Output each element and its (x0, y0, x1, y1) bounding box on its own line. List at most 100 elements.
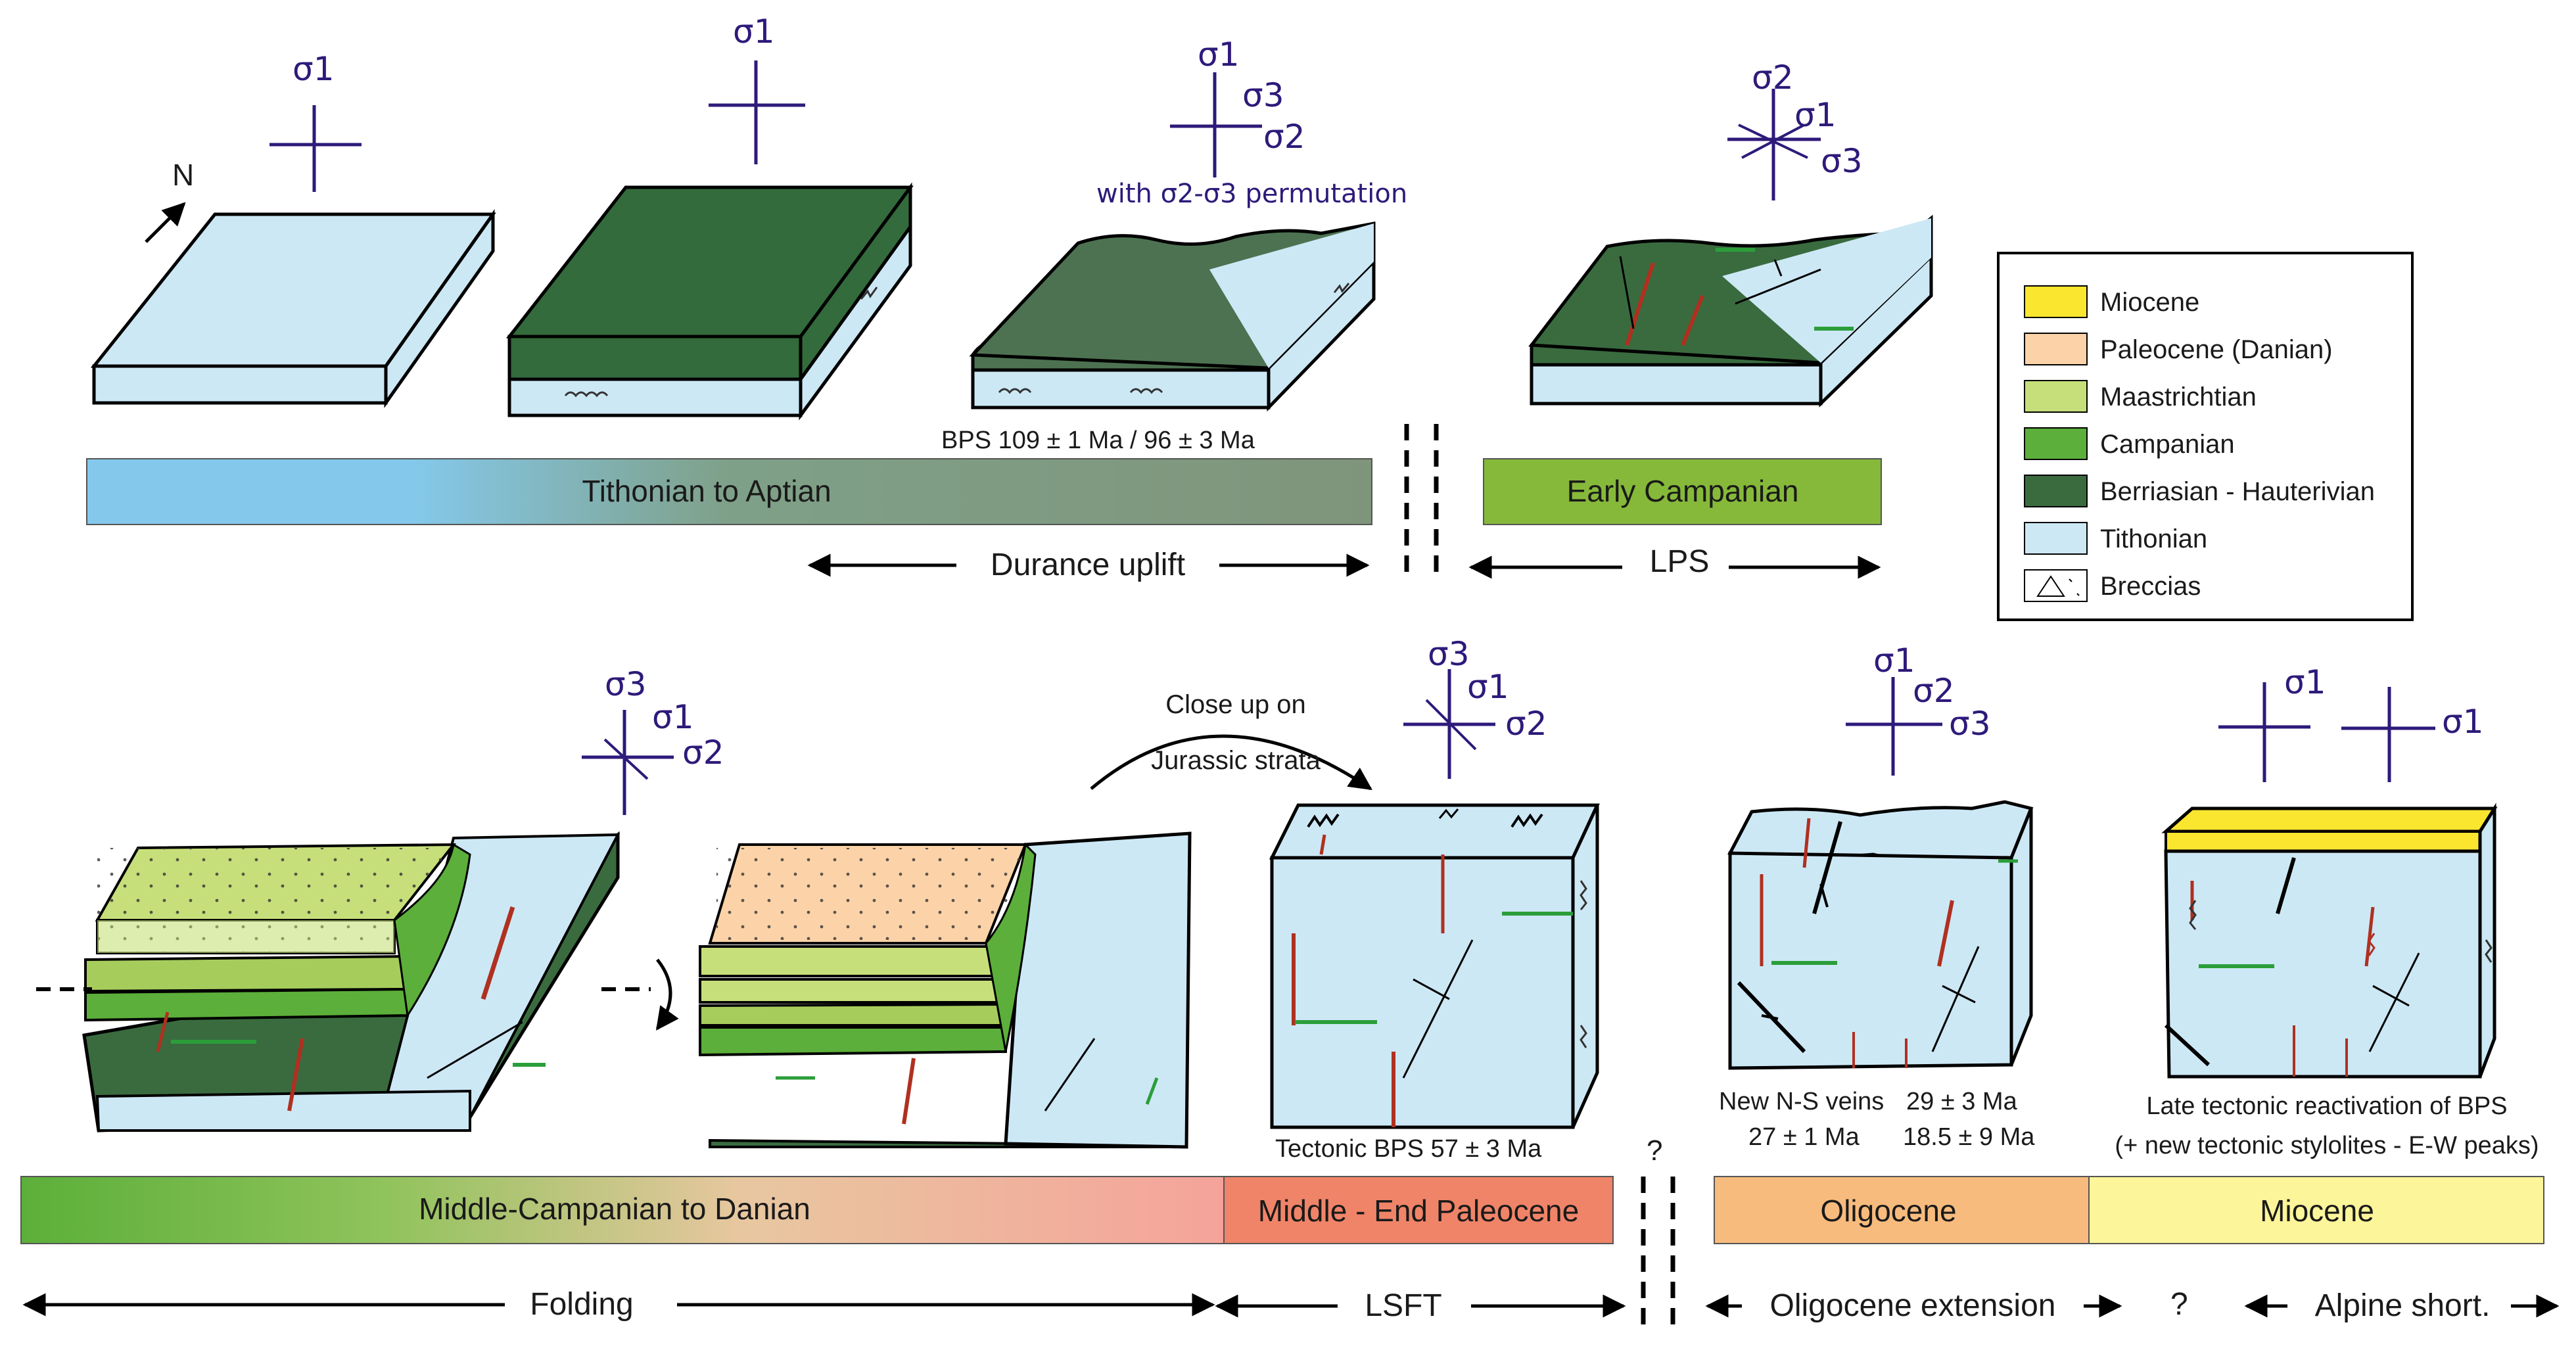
legend-label: Campanian (2100, 430, 2235, 459)
sigma3-label: σ3 (1821, 142, 1863, 180)
late-reactivation-label-1: Late tectonic reactivation of BPS (2146, 1092, 2507, 1120)
permutation-note: with σ2-σ3 permutation (1096, 179, 1407, 209)
phase-oligocene-extension: Oligocene extension (1705, 1288, 2122, 1323)
block-oligocene (1727, 800, 2034, 1070)
block-tithonian (90, 209, 496, 408)
block-lps (1528, 214, 1933, 408)
legend-item: Paleocene (Danian) (2024, 333, 2333, 365)
timeline-bar-miocene: Miocene (2088, 1176, 2544, 1244)
breccia-icon (2036, 575, 2080, 597)
stress-symbol-1: σ1 (269, 50, 362, 192)
phase-folding: Folding (22, 1287, 1215, 1322)
question-mark: ? (1647, 1134, 1662, 1167)
timeline-label: Oligocene (1820, 1194, 1956, 1228)
legend-swatch (2024, 427, 2088, 460)
block-fold-1 (36, 831, 651, 1132)
stress-symbol-2: σ1 (709, 12, 805, 164)
block-miocene (2161, 803, 2498, 1079)
timeline-bar-oligocene: Oligocene (1714, 1176, 2090, 1244)
timeline-bar-tithonian-aptian: Tithonian to Aptian (86, 458, 1372, 525)
sigma3-label: σ3 (1949, 705, 1991, 743)
legend-label: Maastrichtian (2100, 383, 2257, 411)
legend-label: Miocene (2100, 288, 2199, 317)
stress-symbol-7: σ1 σ2 σ3 (1846, 642, 1991, 776)
legend-item: Tithonian (2024, 522, 2207, 555)
phase-lps: LPS (1468, 544, 1881, 579)
legend-swatch (2024, 380, 2088, 413)
timeline-label: Middle - End Paleocene (1258, 1194, 1579, 1228)
timeline-label: Early Campanian (1567, 474, 1799, 508)
stress-symbol-4: σ2 σ1 σ3 (1727, 58, 1863, 200)
sigma3-label: σ3 (605, 665, 647, 703)
question-mark: ? (2170, 1287, 2188, 1322)
timeline-bar-middle-campanian-danian: Middle-Campanian to Danian (20, 1176, 1225, 1244)
legend-item: Berriasian - Hauterivian (2024, 475, 2375, 507)
phase-label: Durance uplift (991, 548, 1185, 582)
veins-label-4: 18.5 ± 9 Ma (1903, 1123, 2035, 1151)
phase-lsft: LSFT (1215, 1288, 1626, 1323)
legend-swatch (2024, 475, 2088, 507)
sigma2-label: σ2 (682, 734, 724, 772)
legend-item: Campanian (2024, 427, 2235, 460)
tectonic-bps-label: Tectonic BPS 57 ± 3 Ma (1275, 1135, 1542, 1163)
stress-symbol-9: σ1 (2341, 687, 2484, 782)
legend-swatch (2024, 285, 2088, 318)
block-fold-2 (699, 831, 1192, 1149)
close-up-label-1: Close up on (1165, 690, 1305, 719)
timeline-bar-early-campanian: Early Campanian (1483, 458, 1882, 525)
late-reactivation-label-2: (+ new tectonic stylolites - E-W peaks) (2115, 1132, 2539, 1159)
legend-label: Tithonian (2100, 525, 2207, 553)
close-up-arrow-icon (1090, 734, 1372, 791)
block-close-up-lsft (1269, 803, 1600, 1129)
phase-label: Folding (530, 1287, 633, 1322)
phase-alpine-shortening: Alpine short. (2244, 1288, 2560, 1323)
phase-durance-uplift: Durance uplift (807, 548, 1370, 582)
veins-label-1: New N-S veins (1719, 1088, 1884, 1115)
legend-label: Breccias (2100, 572, 2201, 601)
timeline-label: Middle-Campanian to Danian (419, 1192, 810, 1226)
sigma1-label: σ1 (1873, 642, 1915, 680)
close-up-label-2: Jurassic strata (1151, 746, 1321, 775)
sigma2-label: σ2 (1505, 705, 1547, 743)
sigma2-label: σ2 (1263, 118, 1305, 156)
sigma1-label: σ1 (293, 50, 335, 88)
timeline-bar-middle-end-paleocene: Middle - End Paleocene (1223, 1176, 1614, 1244)
timeline-label: Miocene (2260, 1194, 2374, 1228)
north-arrow: N (145, 158, 194, 243)
phase-label: LSFT (1365, 1288, 1441, 1323)
legend-label: Berriasian - Hauterivian (2100, 477, 2375, 506)
legend-item: Breccias (2024, 569, 2201, 602)
stress-symbol-8: σ1 (2218, 663, 2326, 782)
stress-symbol-3: σ1 σ3 σ2 with σ2-σ3 permutation (1096, 35, 1407, 209)
sigma1-label: σ1 (2442, 703, 2484, 741)
sigma1-label: σ1 (1794, 96, 1837, 134)
stress-symbol-6: σ3 σ1 σ2 (1403, 635, 1547, 779)
legend-item: Miocene (2024, 285, 2199, 318)
sigma1-label: σ1 (652, 698, 694, 736)
sigma1-label: σ1 (1467, 668, 1509, 706)
sigma1-label: σ1 (733, 12, 775, 51)
sigma2-label: σ2 (1913, 672, 1955, 710)
legend-label: Paleocene (Danian) (2100, 335, 2333, 364)
sigma3-label: σ3 (1242, 76, 1284, 114)
legend-swatch (2024, 333, 2088, 365)
phase-label: Alpine short. (2315, 1288, 2491, 1323)
sigma1-label: σ1 (1198, 35, 1240, 74)
phase-label: Oligocene extension (1770, 1288, 2056, 1323)
timeline-label: Tithonian to Aptian (582, 474, 831, 508)
legend-swatch (2024, 522, 2088, 555)
north-label: N (172, 158, 194, 192)
veins-label-3: 27 ± 1 Ma (1748, 1123, 1860, 1151)
block-eroded-top (969, 221, 1376, 412)
veins-label-2: 29 ± 3 Ma (1906, 1088, 2018, 1115)
bps-dates-top: BPS 109 ± 1 Ma / 96 ± 3 Ma (941, 427, 1255, 454)
rotation-arrow-icon (655, 958, 679, 1031)
sigma3-label: σ3 (1428, 635, 1470, 673)
phase-label: LPS (1650, 544, 1710, 579)
stress-symbol-5: σ3 σ1 σ2 (582, 665, 724, 815)
legend-item: Maastrichtian (2024, 380, 2257, 413)
block-berriasian (505, 182, 914, 421)
sigma2-label: σ2 (1752, 58, 1794, 97)
